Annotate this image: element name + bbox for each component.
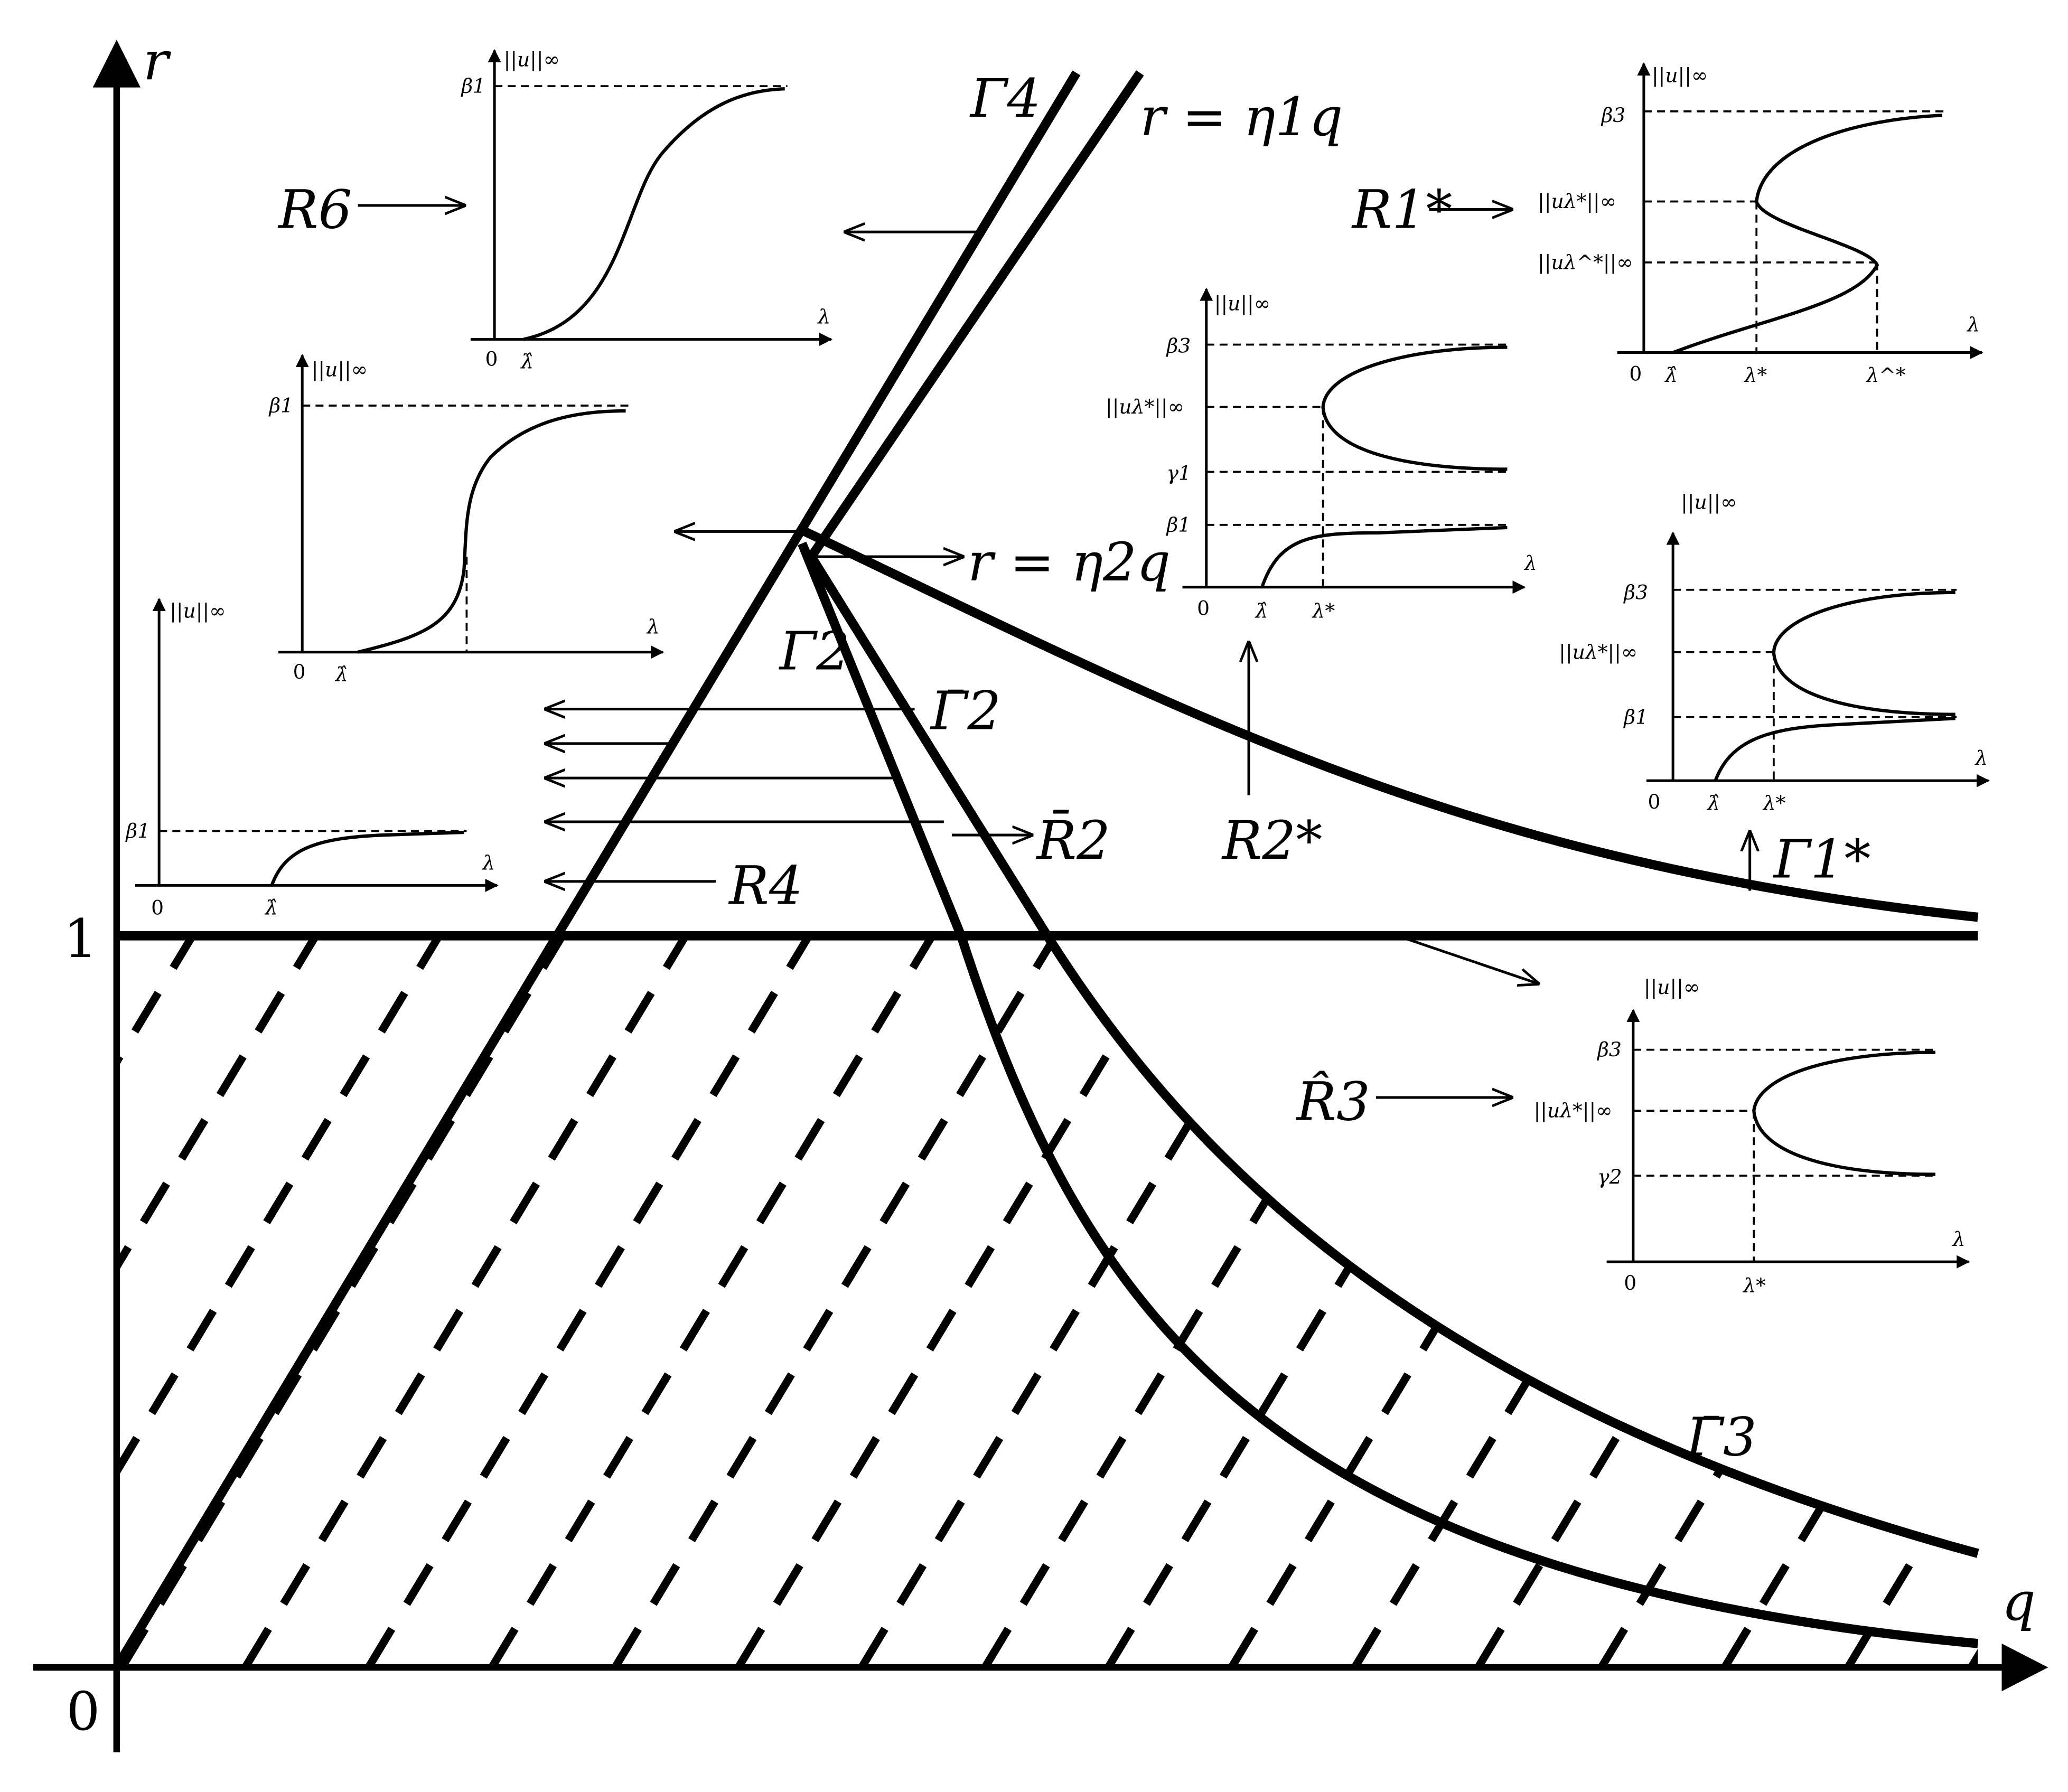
svg-text:β3: β3 [1623, 580, 1648, 604]
hatched-region [0, 928, 1978, 1667]
eta1-label: r = η1q [1140, 86, 1343, 148]
svg-text:0: 0 [151, 896, 164, 920]
q-axis-label: q [2002, 1571, 2036, 1632]
svg-text:β3: β3 [1596, 1038, 1622, 1061]
svg-text:β1: β1 [268, 393, 293, 417]
origin-label: 0 [66, 1681, 100, 1742]
svg-text:λ^*: λ^* [1866, 363, 1906, 387]
svg-text:||uλ*||∞: ||uλ*||∞ [1538, 190, 1616, 213]
svg-text:λ: λ [1966, 313, 1980, 336]
svg-text:λ̂: λ̂ [1255, 599, 1268, 622]
inset-R4-plot: ||u||∞ β1 0 λ̂ λ [125, 597, 499, 920]
svg-text:λ*: λ* [1762, 791, 1786, 814]
svg-text:||u||∞: ||u||∞ [312, 358, 368, 381]
svg-text:||uλ^*||∞: ||uλ^*||∞ [1538, 250, 1633, 274]
r-axis-arrow [92, 40, 141, 88]
svg-text:||uλ*||∞: ||uλ*||∞ [1559, 640, 1637, 663]
hatch-line [1598, 938, 1978, 1665]
gamma2-bar-label: Γ̄2 [930, 680, 1002, 742]
svg-text:β1: β1 [1623, 705, 1648, 728]
svg-text:||u||∞: ||u||∞ [1214, 292, 1270, 315]
svg-text:||u||∞: ||u||∞ [170, 599, 226, 622]
svg-text:λ̂: λ̂ [520, 350, 534, 373]
hatch-line [488, 938, 941, 1665]
gamma2-bar-gamma3-bar-curve [807, 554, 1979, 1558]
gamma4-line [113, 70, 1081, 1670]
R2-bar-label: R̄2 [1036, 809, 1110, 871]
svg-text:λ̂: λ̂ [1706, 791, 1720, 814]
gamma2-label: Γ2 [779, 620, 850, 682]
svg-text:λ: λ [646, 615, 660, 639]
hatch-line [0, 928, 74, 1667]
svg-text:0: 0 [1629, 362, 1642, 385]
hatch-line [981, 938, 1434, 1665]
svg-text:β1: β1 [1165, 513, 1191, 536]
svg-text:β1: β1 [460, 74, 485, 98]
svg-text:0: 0 [1197, 596, 1210, 620]
eta2-label: r = η2q [968, 531, 1171, 593]
svg-text:λ: λ [1523, 551, 1537, 575]
svg-text:γ2: γ2 [1597, 1165, 1622, 1188]
svg-text:||u||∞: ||u||∞ [1652, 64, 1708, 87]
svg-text:λ̂: λ̂ [334, 663, 348, 686]
inset-R5: ||u||∞ β1 0 λ̂ λ [268, 354, 665, 686]
svg-text:λ̂: λ̂ [264, 896, 278, 920]
svg-text:λ̂: λ̂ [1664, 363, 1678, 387]
gamma2-curve [798, 541, 1979, 1648]
gamma3-bar-label: Γ̄3 [1685, 1406, 1757, 1468]
eta1-line [807, 70, 1144, 559]
hatch-line [1474, 938, 1927, 1665]
svg-text:γ1: γ1 [1166, 461, 1191, 484]
svg-text:||u||∞: ||u||∞ [1681, 491, 1737, 514]
svg-text:||u||∞: ||u||∞ [1644, 975, 1700, 999]
svg-text:0: 0 [485, 348, 498, 371]
R2-star-label: R2* [1221, 810, 1323, 871]
inset-R6: ||u||∞ β1 0 λ̂ λ [460, 48, 833, 373]
svg-text:λ*: λ* [1742, 1274, 1766, 1297]
hatch-line [1968, 938, 1978, 1665]
inset-R2-star: ||u||∞ β3 ||uλ*||∞ γ1 β1 0 λ̂ λ* λ [1106, 287, 1537, 622]
svg-text:||uλ*||∞: ||uλ*||∞ [1534, 1099, 1613, 1122]
r-one-label: 1 [63, 908, 97, 970]
R6-label: R6 [277, 179, 352, 241]
hatch-line [1721, 938, 1978, 1665]
svg-text:λ: λ [1974, 746, 1988, 770]
pointer-arrows [358, 205, 1750, 1097]
gamma4-label: Γ4 [969, 68, 1041, 129]
svg-text:λ*: λ* [1744, 363, 1767, 387]
svg-text:0: 0 [293, 660, 306, 683]
svg-text:β3: β3 [1165, 334, 1191, 358]
svg-text:0: 0 [1648, 790, 1660, 813]
hatch-line [1105, 938, 1557, 1665]
hatch-line [241, 938, 694, 1665]
gamma1-star-label: Γ1* [1773, 828, 1871, 890]
svg-text:λ: λ [817, 305, 830, 328]
hatch-line [119, 938, 324, 1665]
inset-gamma1-star: ||u||∞ β3 ||uλ*||∞ β1 0 λ̂ λ* λ [1559, 491, 1990, 814]
hatch-line [119, 938, 447, 1665]
inset-R3-hat: ||u||∞ β3 ||uλ*||∞ γ2 0 λ* λ [1534, 975, 1970, 1297]
gamma1-star-curve [800, 526, 1979, 922]
svg-text:λ: λ [482, 851, 495, 874]
svg-text:λ: λ [1952, 1227, 1966, 1251]
svg-text:β1: β1 [125, 819, 150, 842]
svg-text:λ*: λ* [1312, 599, 1335, 622]
hatch-line [858, 938, 1311, 1665]
hatch-line [365, 938, 817, 1665]
hatch-line [119, 938, 201, 1665]
svg-text:||u||∞: ||u||∞ [504, 48, 560, 71]
hatch-line [1351, 938, 1804, 1665]
inset-R1-star: ||u||∞ β3 ||uλ*||∞ ||uλ^*||∞ 0 λ̂ λ* λ^*… [1538, 62, 1983, 387]
svg-text:0: 0 [1624, 1271, 1636, 1294]
svg-text:β3: β3 [1601, 104, 1626, 127]
hatch-line [1844, 938, 1978, 1665]
r-axis-label: r [143, 31, 171, 92]
q-axis-arrow [2001, 1643, 2048, 1692]
R3-hat-label: R̂3 [1295, 1071, 1370, 1132]
R4-label: R4 [728, 855, 802, 917]
svg-text:||uλ*||∞: ||uλ*||∞ [1106, 395, 1184, 418]
